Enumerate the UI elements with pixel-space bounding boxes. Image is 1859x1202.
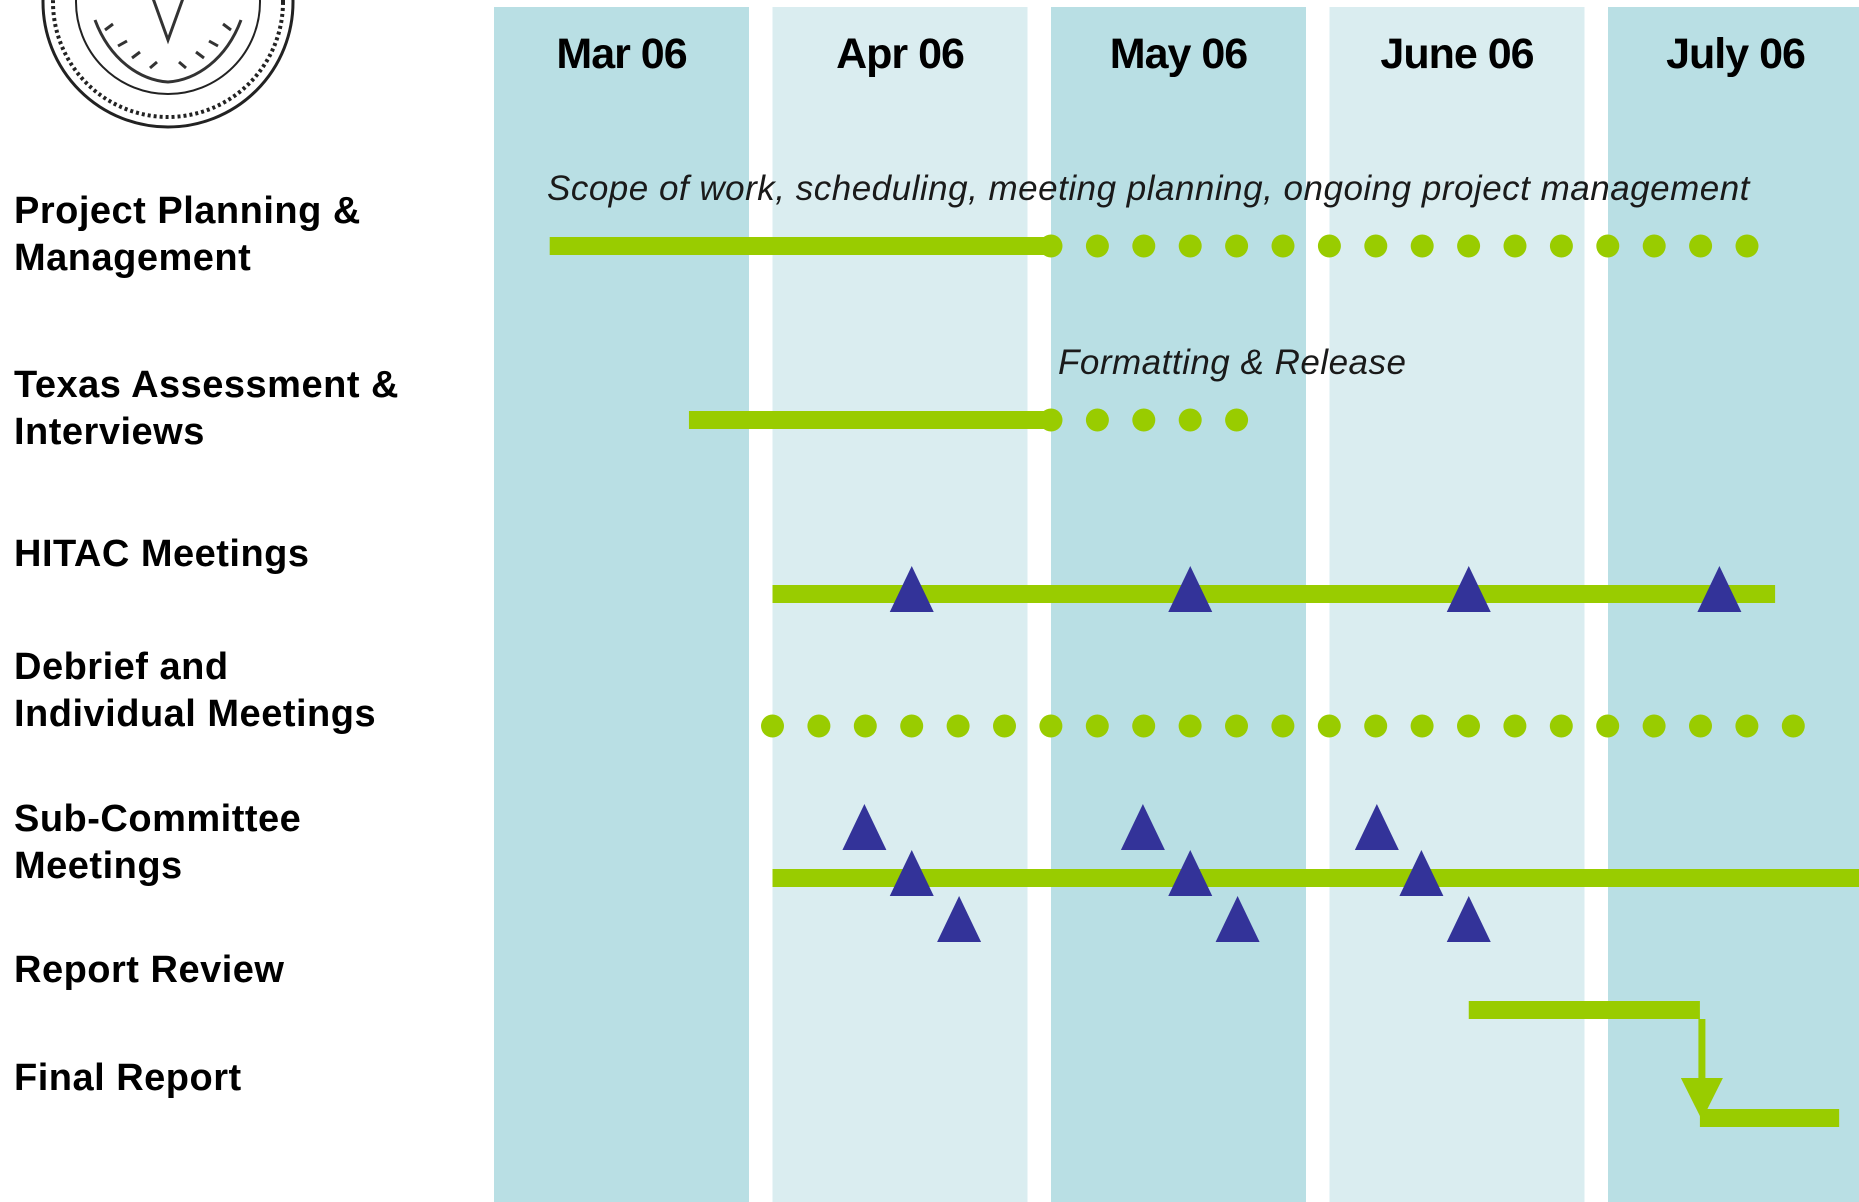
task-label: HITAC Meetings [14, 533, 310, 575]
month-label: May 06 [1110, 30, 1248, 78]
task-label: Project Planning & Management [14, 190, 361, 279]
task-label-line: HITAC Meetings [14, 533, 310, 575]
milestone-marker [1446, 896, 1491, 942]
task-dot [1364, 234, 1388, 258]
milestone-marker [937, 896, 982, 942]
milestone-marker [1354, 804, 1399, 850]
milestone-marker [1215, 896, 1260, 942]
task-label-line: Meetings [14, 845, 183, 887]
task-label-line: Interviews [14, 411, 205, 453]
task-dot [993, 714, 1016, 738]
task-dot [1317, 714, 1341, 738]
task-dot [1410, 234, 1434, 258]
task-dot [1457, 714, 1480, 738]
task-label-line: Debrief and [14, 646, 229, 688]
month-column [494, 7, 749, 1202]
milestone-marker [1168, 566, 1213, 612]
milestone-marker [1399, 850, 1444, 896]
task-dot [1085, 408, 1109, 432]
task-bar [549, 237, 1051, 255]
task-dot [1735, 714, 1759, 738]
milestone-marker [1697, 566, 1742, 612]
task-dot [807, 714, 831, 738]
task-label: Report Review [14, 949, 284, 991]
task-label-line: Texas Assessment & [14, 364, 399, 406]
task-dot [1317, 234, 1341, 258]
task-dot [1178, 408, 1202, 432]
task-dot [1503, 234, 1527, 258]
month-label: July 06 [1666, 30, 1805, 78]
task-dot [1085, 234, 1109, 258]
task-label-line: Report Review [14, 949, 284, 991]
task-note: Formatting & Release [1058, 343, 1406, 382]
task-dot [1781, 714, 1805, 738]
task-dot [1085, 714, 1109, 738]
task-bar [772, 585, 1776, 603]
month-labels: Mar 06 Apr 06 May 06 June 06 July 06 [556, 30, 1806, 78]
task-bar [688, 411, 1051, 429]
task-dot [853, 714, 877, 738]
state-seal-icon [41, 0, 295, 129]
task-dot [1271, 234, 1295, 258]
task-label: Texas Assessment & Interviews [14, 364, 399, 453]
milestone-markers [842, 566, 1742, 942]
task-label-line: Final Report [14, 1057, 242, 1099]
task-dot [1225, 714, 1248, 738]
task-dot [1596, 234, 1620, 258]
task-dot [1132, 408, 1156, 432]
task-dot [1225, 408, 1249, 432]
task-dot [1457, 234, 1481, 258]
task-dot [1410, 714, 1434, 738]
task-dot [1596, 714, 1620, 738]
milestone-marker [842, 804, 887, 850]
task-dot [1132, 714, 1156, 738]
task-dot [1642, 714, 1666, 738]
task-dot [1039, 714, 1063, 738]
task-dot [1642, 234, 1666, 258]
task-dot [1039, 234, 1063, 258]
milestone-marker [889, 566, 934, 612]
task-bar [1468, 1001, 1700, 1019]
task-dot [1364, 714, 1388, 738]
milestone-marker [889, 850, 934, 896]
task-dot [761, 714, 784, 738]
task-dot [1735, 234, 1759, 258]
task-dot [1689, 714, 1712, 738]
month-label: Apr 06 [836, 30, 964, 78]
task-dot [1689, 234, 1713, 258]
task-label-line: Project Planning & [14, 190, 361, 232]
task-dot [1178, 714, 1202, 738]
task-note: Scope of work, scheduling, meeting plann… [547, 169, 1751, 208]
task-bar [772, 869, 1859, 887]
task-label-line: Sub-Committee [14, 798, 301, 840]
task-label: Final Report [14, 1057, 242, 1099]
task-dot [1132, 234, 1156, 258]
task-label-line: Management [14, 237, 251, 279]
task-dot [1503, 714, 1527, 738]
task-dot [946, 714, 970, 738]
month-label: Mar 06 [556, 30, 686, 78]
task-label-line: Individual Meetings [14, 693, 376, 735]
task-annotations: Scope of work, scheduling, meeting plann… [547, 169, 1751, 382]
milestone-marker [1168, 850, 1213, 896]
task-dot [1549, 714, 1573, 738]
milestone-marker [1446, 566, 1491, 612]
task-dot [1178, 234, 1202, 258]
milestone-marker [1120, 804, 1165, 850]
task-dot [900, 714, 924, 738]
task-dot [1271, 714, 1295, 738]
task-bar [1699, 1109, 1840, 1127]
task-dot [1225, 234, 1249, 258]
task-dot [1549, 234, 1573, 258]
month-label: June 06 [1380, 30, 1533, 78]
task-dot [1039, 408, 1063, 432]
task-bars [549, 234, 1859, 1127]
